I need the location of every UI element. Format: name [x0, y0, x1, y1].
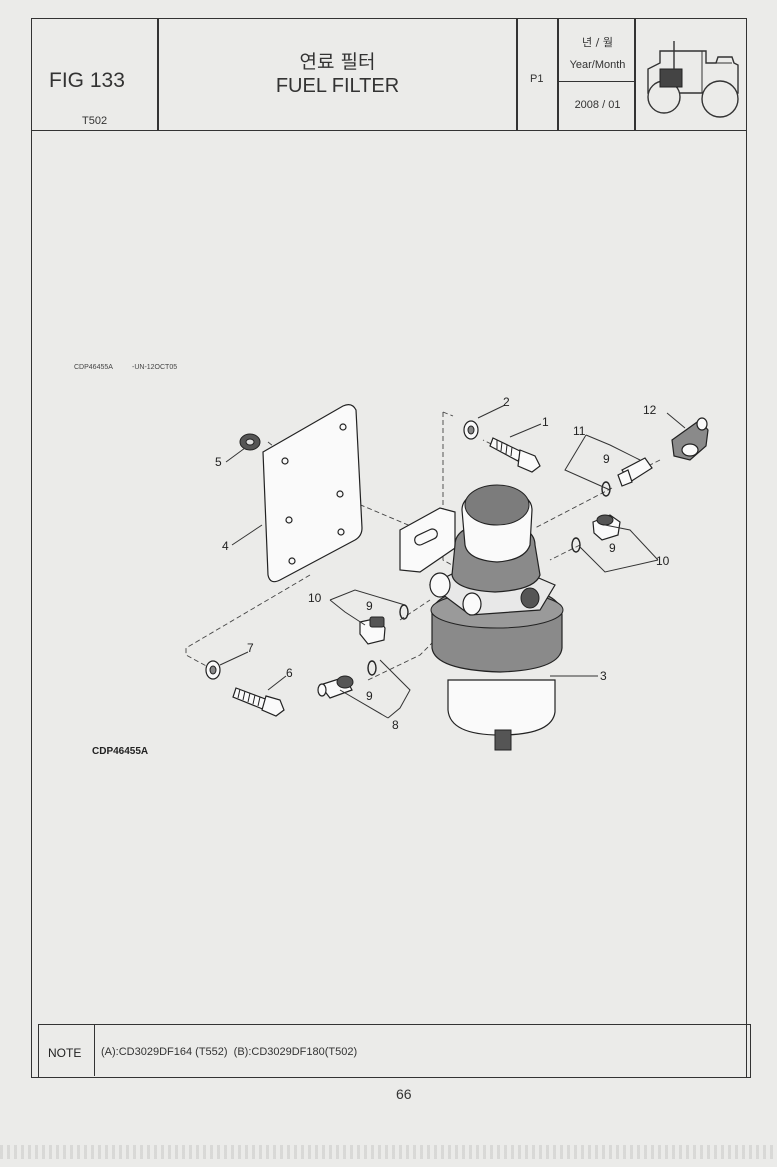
fuel-filter-exploded-diagram: CDP46455A -UN-12OCT05 CDP46455A	[74, 364, 709, 757]
date-label-english: Year/Month	[569, 59, 626, 71]
callout-11: 11	[573, 424, 586, 438]
callout-8: 8	[392, 718, 399, 732]
o-ring-9-a	[399, 604, 409, 620]
tractor-cell	[635, 18, 747, 131]
diagram-area: CDP46455A -UN-12OCT05 CDP46455A	[32, 131, 746, 1024]
page-label: P1	[530, 73, 544, 85]
callout-9-b: 9	[366, 689, 373, 703]
callout-2: 2	[503, 395, 510, 409]
page-number: 66	[396, 1086, 412, 1102]
title-english: FUEL FILTER	[275, 74, 400, 97]
plug-10-left	[359, 616, 386, 645]
fig-label: FIG 133	[49, 69, 125, 92]
date-label-korean: 년 / 월	[582, 36, 613, 49]
date-value: 2008 / 01	[574, 99, 621, 111]
note-text: (A):CD3029DF164 (T552) (B):CD3029DF180(T…	[101, 1046, 358, 1058]
nut-5	[239, 433, 261, 451]
bolt-6	[232, 687, 285, 717]
callout-5: 5	[215, 455, 222, 469]
date-divider	[559, 81, 636, 82]
callout-7: 7	[247, 641, 254, 655]
filter-assembly	[399, 484, 564, 751]
elbow-12	[671, 417, 709, 461]
mounting-plate	[262, 404, 363, 583]
fig-cell: FIG 133 T502	[31, 18, 158, 131]
callout-9-c: 9	[603, 452, 610, 466]
title-cell: 연료 필터 FUEL FILTER	[158, 18, 517, 131]
o-ring-9-d	[571, 537, 581, 553]
note-row: NOTE (A):CD3029DF164 (T552) (B):CD3029DF…	[38, 1024, 751, 1078]
o-ring-9-b	[367, 660, 377, 676]
page-cell: P1	[517, 18, 558, 131]
callout-1: 1	[542, 415, 549, 429]
callout-10-b: 10	[656, 554, 670, 568]
washer-7	[205, 660, 221, 680]
callout-6: 6	[286, 666, 293, 680]
date-cell: 년 / 월 Year/Month 2008 / 01	[558, 18, 636, 131]
fitting-11	[617, 457, 653, 487]
note-divider	[94, 1025, 95, 1076]
scan-artifact-strip	[0, 1145, 777, 1159]
callout-3: 3	[600, 669, 607, 683]
callout-9-d: 9	[609, 541, 616, 555]
bolt-1	[489, 437, 541, 473]
tractor-icon	[647, 41, 739, 118]
ref-date-small: -UN-12OCT05	[132, 364, 177, 371]
model-code: T502	[82, 115, 108, 127]
o-ring-9-c	[601, 481, 611, 497]
plug-10-right	[592, 514, 621, 541]
washer-2	[463, 420, 479, 440]
callout-4: 4	[222, 539, 229, 553]
ref-code-bold: CDP46455A	[92, 746, 148, 757]
callout-12: 12	[643, 403, 657, 417]
callout-9-a: 9	[366, 599, 373, 613]
ref-code-small: CDP46455A	[74, 364, 113, 371]
title-korean: 연료 필터	[299, 50, 376, 73]
callout-10-a: 10	[308, 591, 322, 605]
note-label: NOTE	[48, 1046, 82, 1060]
